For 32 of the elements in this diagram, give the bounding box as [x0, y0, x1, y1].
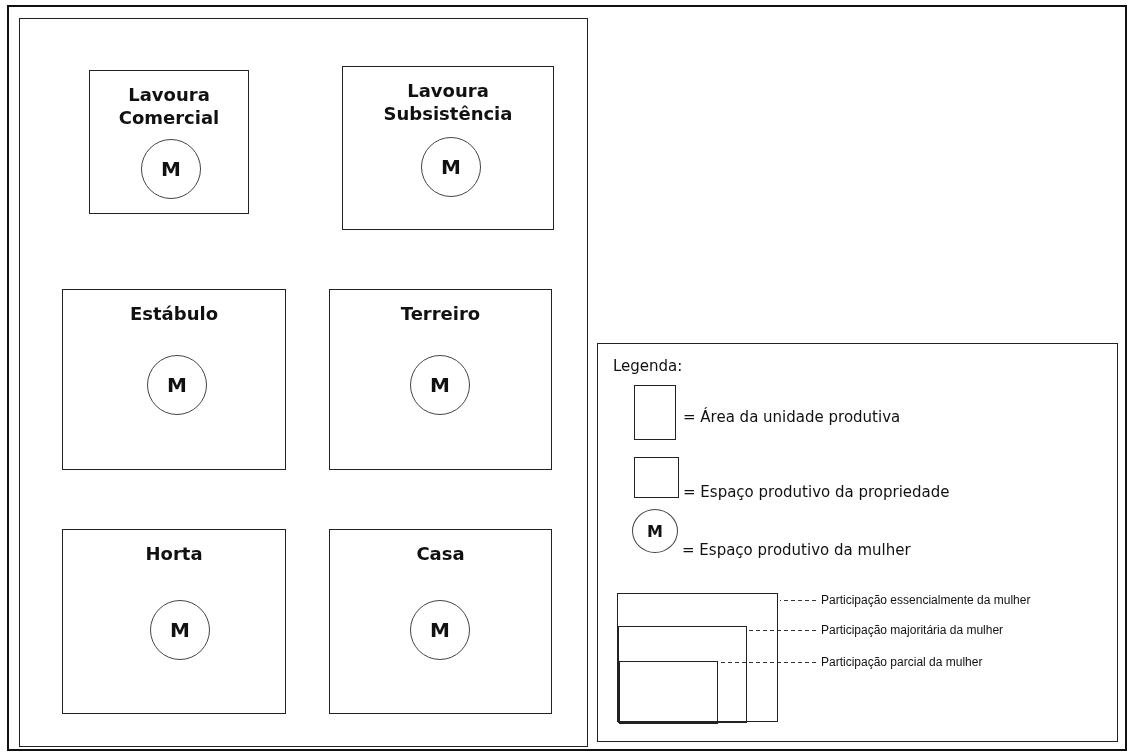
space-box	[62, 289, 286, 470]
participation-label: Participação essencialmente da mulher	[821, 593, 1081, 608]
circle-sample: M	[632, 509, 678, 553]
leader-line	[779, 600, 817, 601]
letter-circle: M	[150, 600, 210, 660]
participation-label: Participação majoritária da mulher	[821, 623, 1081, 638]
box-title: Estábulo	[129, 302, 219, 325]
legend-heading: Legenda:	[613, 357, 683, 375]
participation-label: Participação parcial da mulher	[821, 655, 1081, 670]
letter-circle: M	[410, 600, 470, 660]
box-title: Casa	[415, 542, 466, 565]
nested-rect	[619, 661, 718, 724]
leader-line	[747, 630, 817, 631]
nested-rect	[617, 593, 778, 722]
space-box	[62, 529, 286, 714]
letter-circle: M	[141, 139, 201, 199]
letter-circle: M	[410, 355, 470, 415]
box-title: Lavoura Comercial	[117, 83, 221, 129]
space-box	[89, 70, 249, 214]
nested-rect	[618, 626, 747, 723]
area-box	[19, 18, 588, 747]
space-box	[329, 289, 552, 470]
space-box	[329, 529, 552, 714]
legend-text: = Área da unidade produtiva	[683, 408, 901, 426]
space-box	[342, 66, 554, 230]
legend-text: = Espaço produtivo da mulher	[682, 541, 911, 559]
box-title: Terreiro	[399, 302, 482, 325]
box-title: Horta	[144, 542, 204, 565]
legend-text: = Espaço produtivo da propriedade	[683, 483, 950, 501]
letter-circle: M	[147, 355, 207, 415]
letter-circle: M	[421, 137, 481, 197]
box-title: Lavoura Subsistência	[382, 79, 514, 125]
